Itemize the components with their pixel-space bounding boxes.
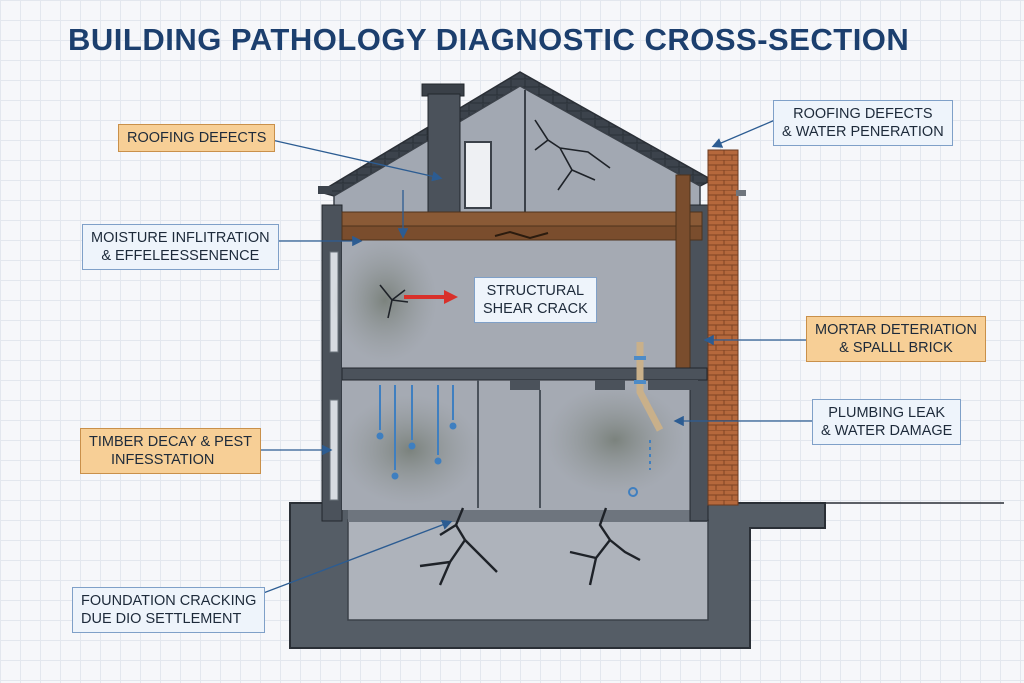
- floor-slab: [341, 367, 708, 508]
- roof: [318, 71, 714, 216]
- callout-roofing-defects: ROOFING DEFECTS: [118, 124, 276, 152]
- callout-timber-decay: TIMBER DECAY & PEST INFESSTATION: [80, 428, 262, 474]
- timber-beams: [341, 174, 703, 371]
- callout-plumbing-leak: PLUMBING LEAK & WATER DAMAGE: [812, 399, 962, 445]
- water-drips: [376, 385, 457, 480]
- callout-roofing-water-penetration: ROOFING DEFECTS & WATER PENERATION: [773, 100, 953, 146]
- callout-foundation-cracking: FOUNDATION CRACKING DUE DIO SETTLEMENT: [72, 587, 266, 633]
- callout-moisture-infiltration: MOISTURE INFLITRATION & EFFELEESSENENCE: [82, 224, 279, 270]
- shear-crack-arrow: [404, 290, 458, 304]
- callout-mortar-deterioration: MORTAR DETERIATION & SPALLL BRICK: [806, 316, 986, 362]
- cracks: [379, 119, 641, 586]
- attic-door: [464, 141, 492, 209]
- foundation: [289, 502, 826, 649]
- plumbing-pipe: [628, 342, 664, 497]
- brick-wall: [707, 149, 739, 506]
- leader-lines: [244, 119, 812, 601]
- callout-structural-shear-crack: STRUCTURAL SHEAR CRACK: [474, 277, 597, 323]
- page-title: BUILDING PATHOLOGY DIAGNOSTIC CROSS-SECT…: [68, 22, 910, 57]
- chimney: [421, 83, 465, 213]
